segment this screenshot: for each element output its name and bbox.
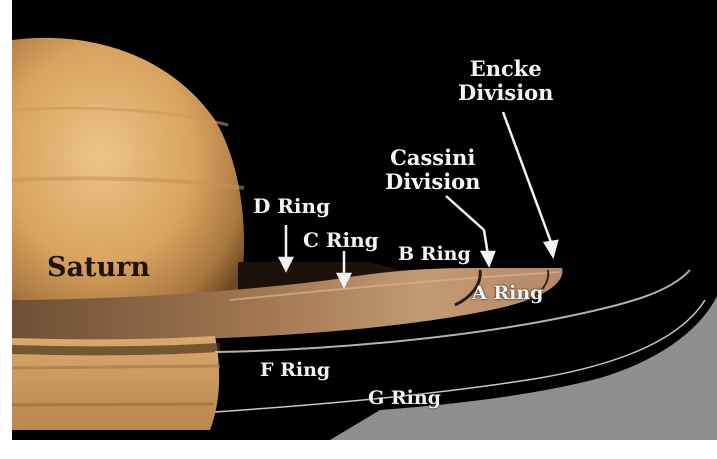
a-ring-label: A Ring <box>472 283 543 304</box>
cassini-label-line1: Cassini <box>385 146 480 170</box>
encke-label-line1: Encke <box>458 57 553 81</box>
cassini-division-label: Cassini Division <box>385 146 480 193</box>
b-ring-label: B Ring <box>398 244 471 265</box>
d-ring-label: D Ring <box>253 195 330 217</box>
bottom-border <box>0 440 717 459</box>
c-ring-label: C Ring <box>303 229 379 251</box>
encke-division-label: Encke Division <box>458 57 553 104</box>
planet-band <box>12 404 214 405</box>
left-border <box>0 0 12 459</box>
f-ring-label: F Ring <box>260 360 330 381</box>
g-ring-label: G Ring <box>368 388 441 409</box>
encke-label-line2: Division <box>458 81 553 105</box>
saturn-label: Saturn <box>47 253 150 283</box>
planet-band <box>12 366 220 368</box>
cassini-label-line2: Division <box>385 170 480 194</box>
